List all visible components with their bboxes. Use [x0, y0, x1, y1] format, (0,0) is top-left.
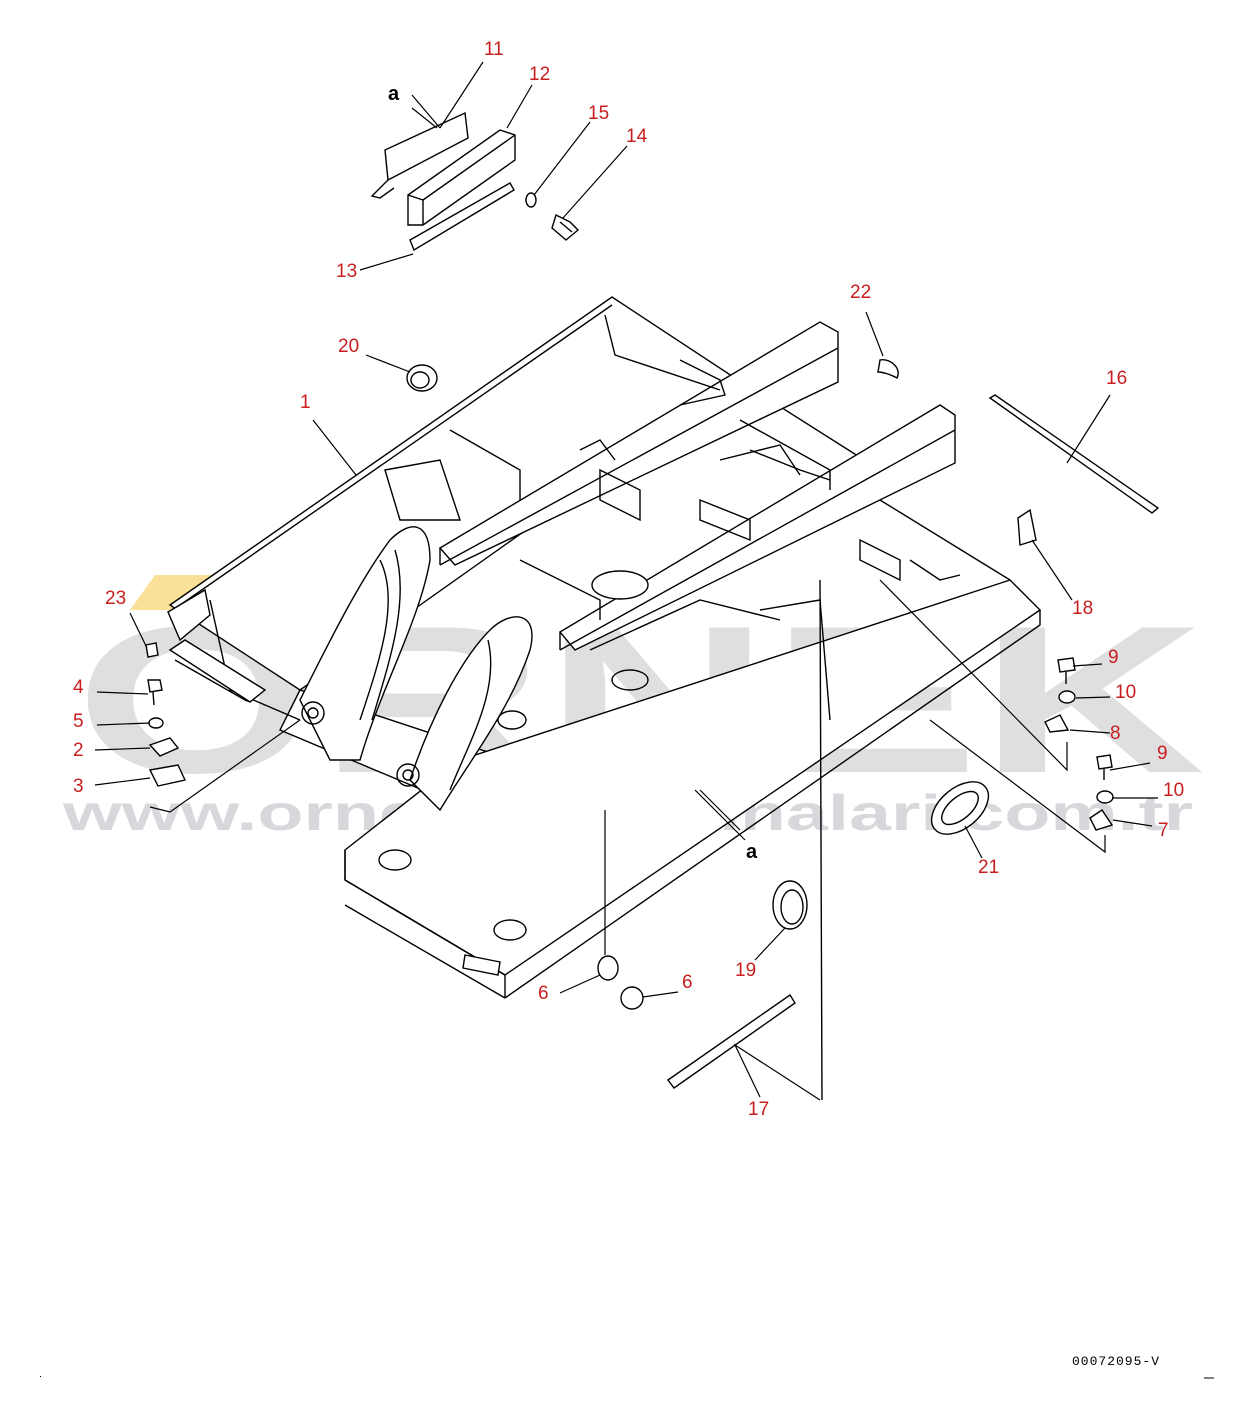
- callout-23: 23: [105, 588, 126, 609]
- callout-6-left: 6: [538, 983, 549, 1004]
- ref-a-center: a: [746, 841, 758, 863]
- callout-8: 8: [1110, 723, 1121, 744]
- reference-letters: a a: [388, 83, 758, 863]
- callouts: 1 2 3 4 5 6 6 7 8 9 9 10 10 11 12 13 14 …: [73, 39, 1184, 1120]
- document-id: 00072095-V: [1072, 1354, 1161, 1369]
- callout-1: 1: [300, 392, 311, 413]
- callout-20: 20: [338, 336, 359, 357]
- callout-12: 12: [529, 64, 550, 85]
- callout-14: 14: [626, 126, 648, 147]
- callout-2: 2: [73, 740, 84, 761]
- main-frame: [167, 296, 1042, 1101]
- corner-dot: [40, 1376, 41, 1377]
- callout-9-lower: 9: [1157, 743, 1168, 764]
- callout-9-upper: 9: [1108, 647, 1119, 668]
- callout-3: 3: [73, 776, 84, 797]
- callout-19: 19: [735, 960, 756, 981]
- callout-22: 22: [850, 282, 871, 303]
- callout-10-lower: 10: [1163, 780, 1184, 801]
- callout-10-upper: 10: [1115, 682, 1136, 703]
- small-parts: [145, 111, 1160, 1089]
- callout-4: 4: [73, 677, 84, 698]
- callout-16: 16: [1106, 368, 1127, 389]
- callout-11: 11: [484, 39, 504, 60]
- callout-13: 13: [336, 261, 357, 282]
- callout-7: 7: [1158, 820, 1169, 841]
- leader-lines: [94, 61, 1158, 1101]
- ref-a-top: a: [388, 83, 400, 105]
- callout-6-right: 6: [682, 972, 693, 993]
- callout-15: 15: [588, 103, 609, 124]
- callout-5: 5: [73, 711, 84, 732]
- callout-21: 21: [978, 857, 999, 878]
- callout-18: 18: [1072, 598, 1093, 619]
- callout-17: 17: [748, 1099, 769, 1120]
